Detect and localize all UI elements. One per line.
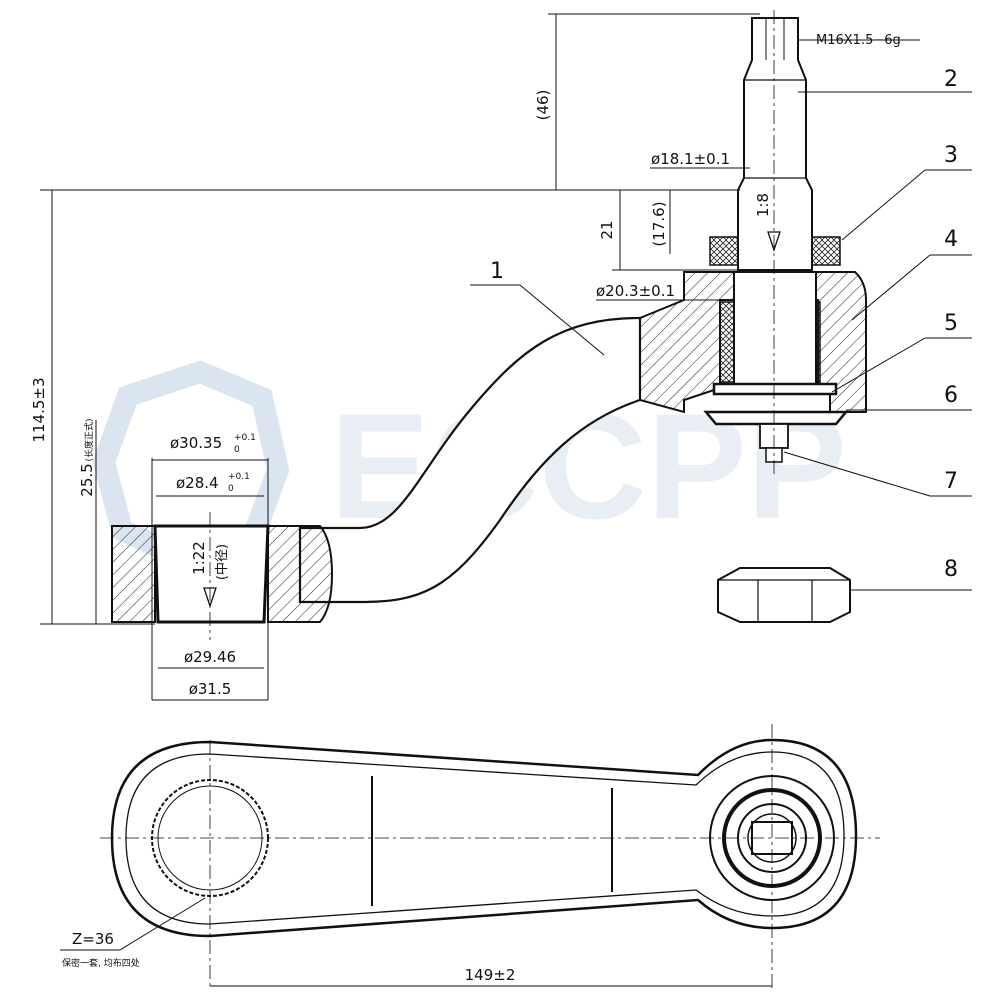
callout-6: 6 (944, 383, 958, 408)
bore-inner-tol-upper: +0.1 (228, 472, 250, 482)
taper-ref-label: (17.6) (650, 201, 668, 246)
callout-5: 5 (944, 311, 958, 336)
bore-outer-label: ø30.35 (170, 434, 222, 452)
spline-count-label: Z=36 (72, 930, 114, 948)
bore-outer-tol-upper: +0.1 (234, 433, 256, 443)
spline-note: 保密一套, 均布四处 (62, 957, 140, 969)
center-distance-label: 149±2 (465, 966, 516, 984)
taper-ratio-top: 1:8 (754, 193, 772, 217)
socket-dia-label: ø20.3±0.1 (596, 282, 675, 300)
bore-taper-note: (中径) (215, 544, 230, 580)
section-view (110, 10, 867, 640)
boss-height-note: (长度正式) (83, 418, 95, 461)
taper-height-label: 21 (598, 220, 616, 239)
stud-height-label: (46) (534, 90, 552, 121)
callout-2: 2 (944, 67, 958, 92)
callout-7: 7 (944, 469, 958, 494)
overall-height-label: 114.5±3 (30, 377, 48, 442)
bore-bottom-label: ø29.46 (184, 648, 236, 666)
bore-base-label: ø31.5 (189, 680, 232, 698)
left-boss-section (110, 525, 156, 623)
callout-8: 8 (944, 557, 958, 582)
callout-3: 3 (944, 143, 958, 168)
bore-taper-ratio: 1:22 (190, 541, 208, 575)
bore-inner-label: ø28.4 (176, 474, 219, 492)
labels: M16X1.5−6g (46) ø18.1±0.1 21 (17.6) 1:8 … (30, 33, 901, 984)
spline-bore (153, 524, 270, 624)
boss-height-label: 25.5 (78, 463, 96, 496)
nut (717, 567, 851, 623)
bore-outer-tol-lower: 0 (234, 445, 240, 455)
thread-label: M16X1.5−6g (816, 33, 901, 48)
dimension-lines (40, 13, 972, 701)
plan-view (60, 724, 880, 990)
bore-inner-tol-lower: 0 (228, 484, 234, 494)
callout-4: 4 (944, 227, 958, 252)
callout-1: 1 (490, 259, 504, 284)
stud-dia-label: ø18.1±0.1 (651, 150, 730, 168)
callouts: 1 2 3 4 5 6 7 8 (490, 67, 958, 582)
